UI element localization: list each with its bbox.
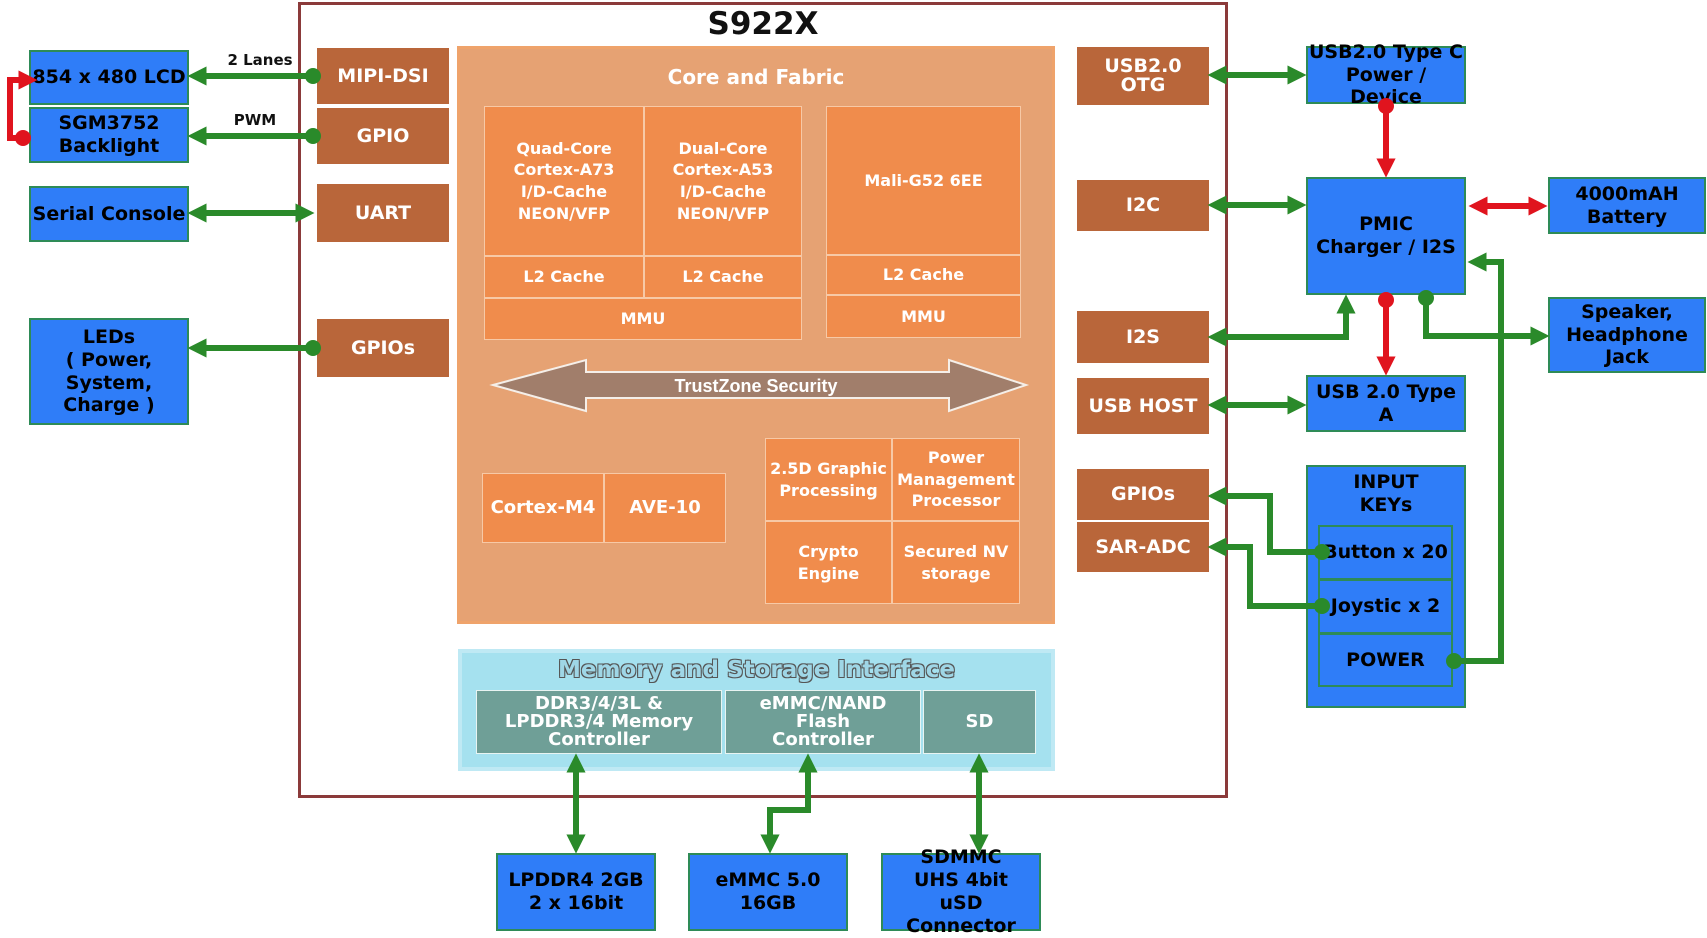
leds-box: LEDs ( Power, System, Charge ) xyxy=(29,318,189,425)
soc-title: S922X xyxy=(707,6,819,42)
l2-cache-a53: L2 Cache xyxy=(644,256,802,298)
port-usb-host: USB HOST xyxy=(1077,378,1209,434)
mmu-gpu: MMU xyxy=(826,295,1021,338)
dot-mipi xyxy=(305,68,321,84)
dot-gpio xyxy=(305,128,321,144)
wire-emmc-flash xyxy=(760,753,818,854)
port-gpio: GPIO xyxy=(317,108,449,164)
lpddr4-box: LPDDR4 2GB 2 x 16bit xyxy=(496,853,656,931)
cortex-m4-block: Cortex-M4 xyxy=(482,473,604,543)
port-usb-otg: USB2.0 OTG xyxy=(1077,47,1209,105)
power-key-box: POWER xyxy=(1318,633,1453,687)
wire-joystick-adc xyxy=(1207,537,1322,609)
l2-cache-a73: L2 Cache xyxy=(484,256,644,298)
dot-power xyxy=(1446,653,1462,669)
wire-pmic-speaker xyxy=(1423,298,1550,346)
sd-controller: SD xyxy=(923,690,1036,754)
memory-storage-interface-title: Memory and Storage Interface xyxy=(558,657,955,683)
trustzone-label: TrustZone Security xyxy=(674,376,837,396)
port-gpios-right: GPIOs xyxy=(1077,469,1209,520)
lcd-box: 854 x 480 LCD xyxy=(29,50,189,105)
emmc-nand-flash-controller: eMMC/NAND Flash Controller xyxy=(725,690,921,754)
power-management-processor-block: Power Management Processor xyxy=(892,438,1020,521)
wire-i2s-pmic xyxy=(1207,294,1356,347)
emmc-box: eMMC 5.0 16GB xyxy=(688,853,848,931)
crypto-engine-block: Crypto Engine xyxy=(765,521,892,604)
usb-typea-box: USB 2.0 Type A xyxy=(1306,375,1466,432)
dot-gpios-left xyxy=(305,340,321,356)
input-keys-title: INPUT KEYs xyxy=(1353,471,1419,516)
dot-buttons xyxy=(1314,544,1330,560)
dot-pmic-typea xyxy=(1378,292,1394,308)
wire-power-pmic xyxy=(1454,252,1504,664)
wire-backlight-lcd xyxy=(7,70,38,141)
pmic-box: PMIC Charger / I2S xyxy=(1306,177,1466,295)
dot-typec xyxy=(1378,98,1394,114)
serial-console-box: Serial Console xyxy=(29,186,189,242)
graphic-2-5d-block: 2.5D Graphic Processing xyxy=(765,438,892,521)
joystick-box: Joystic x 2 xyxy=(1318,579,1453,634)
usb-typec-box: USB2.0 Type C Power / Device xyxy=(1306,41,1466,108)
dot-backlight xyxy=(15,130,31,146)
port-i2s: I2S xyxy=(1077,311,1209,363)
dot-pmic-speaker xyxy=(1418,290,1434,306)
cortex-a53-block: Dual-Core Cortex-A53 I/D-Cache NEON/VFP xyxy=(644,106,802,256)
label-pwm: PWM xyxy=(233,111,277,129)
trustzone-arrow xyxy=(489,358,1030,413)
core-and-fabric-title: Core and Fabric xyxy=(667,65,845,89)
buttons-box: Button x 20 xyxy=(1318,525,1453,580)
port-uart: UART xyxy=(317,184,449,242)
ddr-memory-controller: DDR3/4/3L & LPDDR3/4 Memory Controller xyxy=(476,690,722,754)
cortex-a73-block: Quad-Core Cortex-A73 I/D-Cache NEON/VFP xyxy=(484,106,644,256)
secured-nv-storage-block: Secured NV storage xyxy=(892,521,1020,604)
label-2-lanes: 2 Lanes xyxy=(227,51,293,69)
dot-joystick xyxy=(1314,598,1330,614)
wire-buttons-gpios xyxy=(1207,486,1322,555)
mali-gpu-block: Mali-G52 6EE xyxy=(826,106,1021,255)
port-mipi-dsi: MIPI-DSI xyxy=(317,48,449,104)
ave10-block: AVE-10 xyxy=(604,473,726,543)
battery-box: 4000mAH Battery xyxy=(1548,177,1706,234)
l2-cache-gpu: L2 Cache xyxy=(826,255,1021,295)
port-gpios-left: GPIOs xyxy=(317,319,449,377)
port-sar-adc: SAR-ADC xyxy=(1077,522,1209,572)
port-i2c: I2C xyxy=(1077,180,1209,231)
mmu-cpu: MMU xyxy=(484,298,802,340)
